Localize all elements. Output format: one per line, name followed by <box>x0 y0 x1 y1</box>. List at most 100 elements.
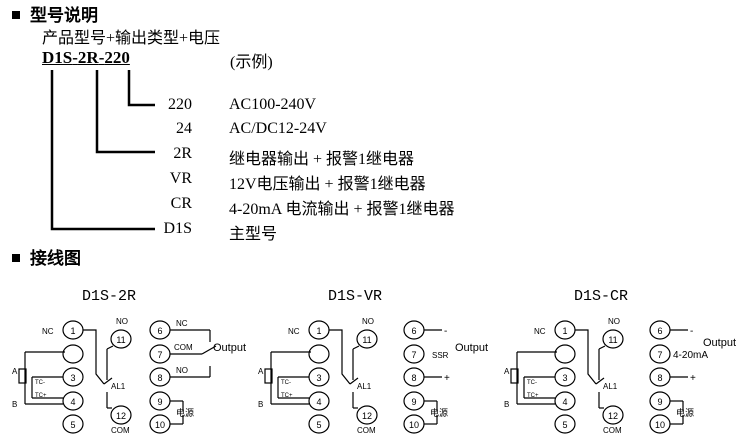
label-a: A <box>12 367 18 376</box>
bullet-icon <box>12 11 20 19</box>
label-output: Output <box>213 342 246 354</box>
code-220: 220 <box>168 96 192 113</box>
code-cr: CR <box>170 195 192 212</box>
wiring-section-heading: 接线图 <box>12 244 81 269</box>
code-24: 24 <box>176 120 192 137</box>
terminal-3: 3 <box>562 373 567 383</box>
terminal-6: 6 <box>157 326 162 336</box>
terminal-7: 7 <box>657 350 662 360</box>
model-subtitle: 产品型号+输出类型+电压 <box>42 30 221 47</box>
terminal-9: 9 <box>657 397 662 407</box>
terminal-4: 4 <box>316 397 321 407</box>
diagram-title-2r: D1S-2R <box>82 288 137 305</box>
label-al1: AL1 <box>603 382 618 391</box>
code-vr-desc: 12V电压输出 + 报警1继电器 <box>229 176 426 193</box>
label-tc-minus: TC- <box>35 380 45 386</box>
terminal-11: 11 <box>116 335 125 345</box>
terminal-7: 7 <box>157 350 162 360</box>
label-com: COM <box>357 426 376 435</box>
label-com: COM <box>111 426 130 435</box>
model-sep: - <box>98 48 105 67</box>
label-ssr: SSR <box>432 351 449 360</box>
label-4-20ma: 4-20mA <box>673 350 708 361</box>
label-minus: - <box>444 326 447 337</box>
terminal-7: 7 <box>411 350 416 360</box>
label-tc-minus: TC- <box>527 380 537 386</box>
wiring-diagram-2r: 1 3 4 5 11 12 6 7 8 9 10 NC NO A B TC- T… <box>12 317 246 435</box>
label-al1: AL1 <box>357 382 372 391</box>
code-24-desc: AC/DC12-24V <box>229 120 327 137</box>
label-tc-plus: TC+ <box>35 393 47 399</box>
wiring-heading-text: 接线图 <box>30 249 81 268</box>
label-com: COM <box>603 426 622 435</box>
code-2r: 2R <box>173 145 192 162</box>
model-example-note: (示例) <box>230 54 273 71</box>
terminal-10: 10 <box>655 420 665 430</box>
code-220-desc: AC100-240V <box>229 96 317 113</box>
label-nc: NC <box>42 327 54 336</box>
model-heading-text: 型号说明 <box>30 6 98 25</box>
label-output: Output <box>703 337 736 349</box>
model-part-output: 2R <box>77 48 99 67</box>
label-output-nc: NC <box>176 319 188 328</box>
code-d1s: D1S <box>163 220 192 237</box>
code-cr-desc: 4-20mA 电流输出 + 报警1继电器 <box>229 201 455 218</box>
label-no: NO <box>116 317 128 326</box>
terminal-11: 11 <box>362 335 371 345</box>
label-b: B <box>504 400 509 409</box>
wiring-diagram-vr: 1 3 4 5 11 12 6 7 8 9 10 NC NO A B TC- T… <box>258 317 488 435</box>
terminal-8: 8 <box>411 373 416 383</box>
terminal-6: 6 <box>411 326 416 336</box>
terminal-9: 9 <box>411 397 416 407</box>
label-power: 电源 <box>430 407 448 418</box>
terminal-5: 5 <box>562 420 567 430</box>
terminal-1: 1 <box>316 326 321 336</box>
model-section-heading: 型号说明 <box>12 1 98 26</box>
label-no: NO <box>362 317 374 326</box>
terminal-3: 3 <box>316 373 321 383</box>
label-output: Output <box>455 342 488 354</box>
model-example: D1S-2R-220 <box>42 48 130 68</box>
terminal-12: 12 <box>608 411 618 421</box>
label-minus: - <box>690 326 693 337</box>
terminal-12: 12 <box>116 411 126 421</box>
terminal-4: 4 <box>562 397 567 407</box>
model-sep: - <box>72 48 78 67</box>
label-tc-plus: TC+ <box>527 393 539 399</box>
label-output-com: COM <box>174 343 193 352</box>
terminal-6: 6 <box>657 326 662 336</box>
diagram-title-vr: D1S-VR <box>328 288 383 305</box>
terminal-10: 10 <box>155 420 165 430</box>
terminal-5: 5 <box>70 420 75 430</box>
label-b: B <box>12 400 17 409</box>
terminal-1: 1 <box>70 326 75 336</box>
code-d1s-desc: 主型号 <box>229 226 278 243</box>
label-power: 电源 <box>176 407 194 418</box>
model-part-main: D1S <box>42 48 73 67</box>
model-part-voltage: 220 <box>104 48 130 67</box>
terminal-8: 8 <box>657 373 662 383</box>
terminal-11: 11 <box>608 335 617 345</box>
label-tc-minus: TC- <box>281 380 291 386</box>
label-power: 电源 <box>676 407 694 418</box>
terminal-1: 1 <box>562 326 567 336</box>
terminal-5: 5 <box>316 420 321 430</box>
label-plus: + <box>690 373 696 384</box>
diagram-title-cr: D1S-CR <box>574 288 629 305</box>
label-b: B <box>258 400 263 409</box>
wiring-diagram-cr: 1 3 4 5 11 12 6 7 8 9 10 NC NO A B TC- T… <box>504 317 736 435</box>
label-nc: NC <box>534 327 546 336</box>
terminal-9: 9 <box>157 397 162 407</box>
terminal-3: 3 <box>70 373 75 383</box>
terminal-10: 10 <box>409 420 419 430</box>
label-nc: NC <box>288 327 300 336</box>
label-plus: + <box>444 373 450 384</box>
label-a: A <box>504 367 510 376</box>
label-a: A <box>258 367 264 376</box>
terminal-8: 8 <box>157 373 162 383</box>
label-output-no: NO <box>176 366 188 375</box>
label-no: NO <box>608 317 620 326</box>
bullet-icon <box>12 254 20 262</box>
model-leader-lines <box>50 70 155 231</box>
label-al1: AL1 <box>111 382 126 391</box>
